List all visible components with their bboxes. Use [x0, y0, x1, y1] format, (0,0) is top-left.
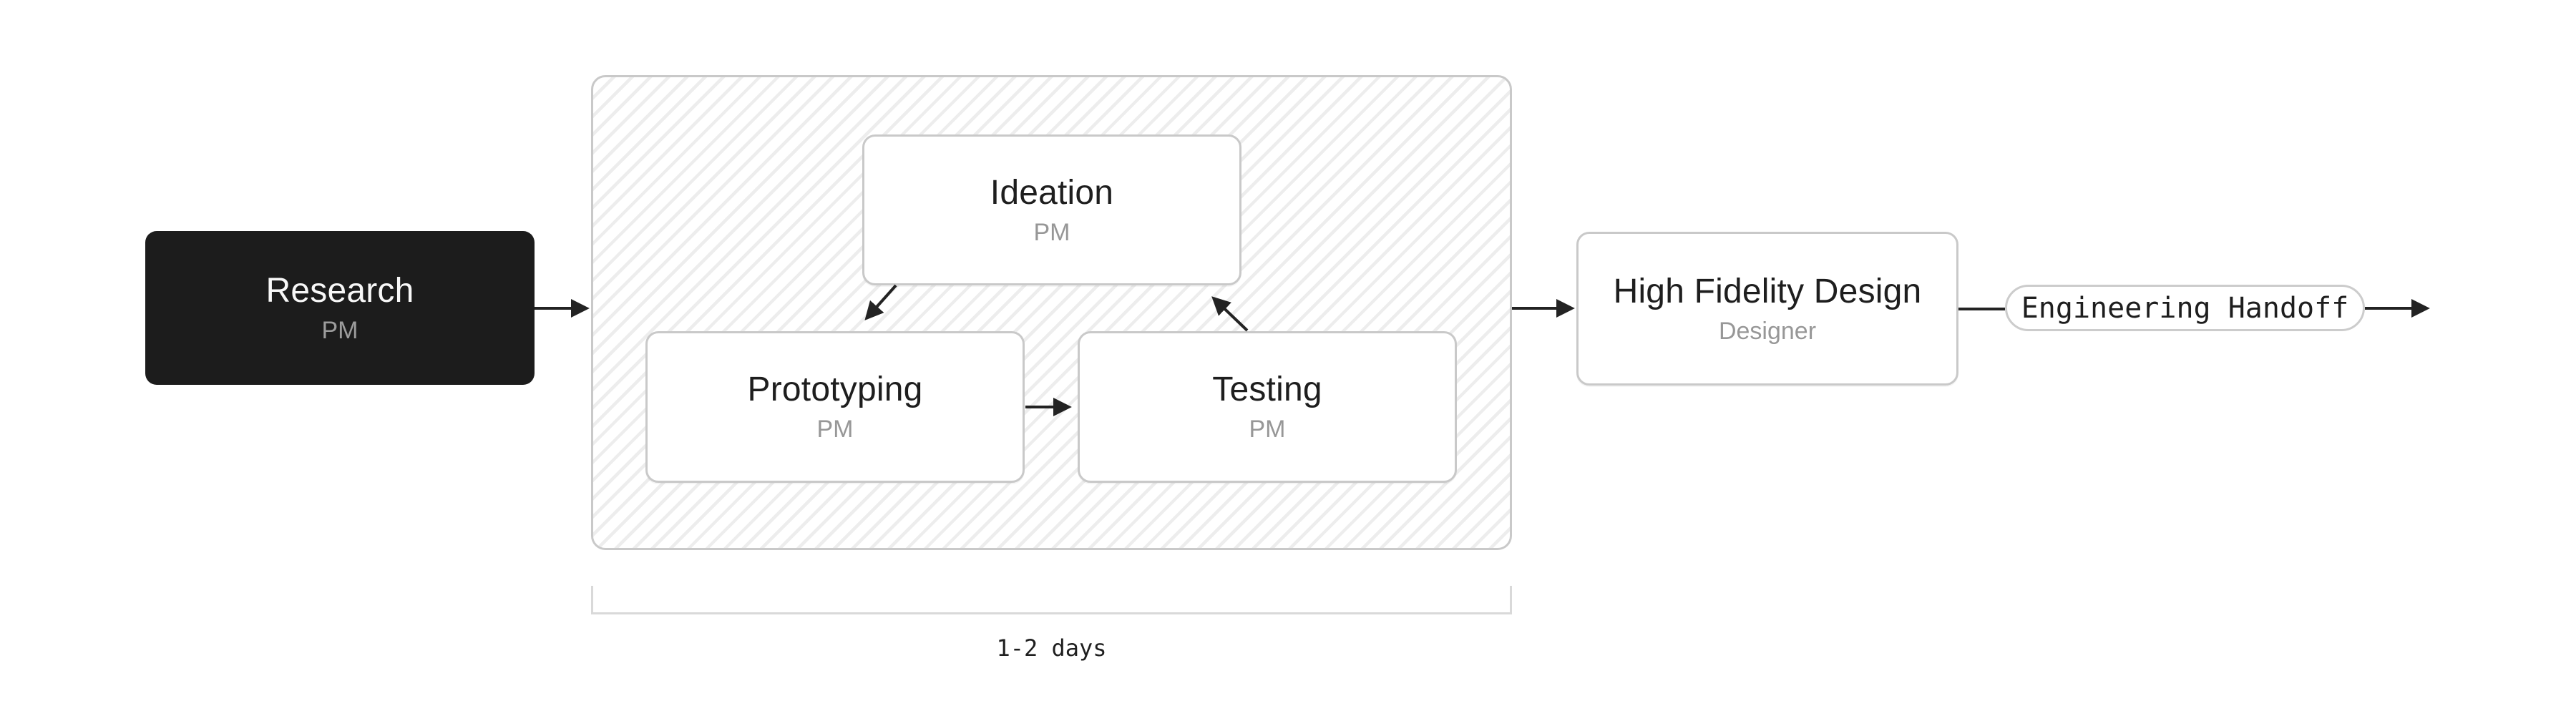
- node-subtitle: PM: [816, 416, 854, 443]
- node-subtitle: PM: [1249, 416, 1286, 443]
- node-research[interactable]: Research PM: [145, 231, 535, 385]
- node-subtitle: Designer: [1718, 317, 1817, 345]
- node-title: Ideation: [990, 173, 1114, 212]
- node-title: High Fidelity Design: [1613, 272, 1922, 310]
- node-ideation[interactable]: Ideation PM: [862, 134, 1241, 285]
- node-subtitle: PM: [1033, 218, 1070, 246]
- duration-bracket: [591, 586, 1512, 614]
- node-testing[interactable]: Testing PM: [1078, 331, 1457, 483]
- pill-label: Engineering Handoff: [2021, 291, 2349, 325]
- duration-label: 1-2 days: [996, 634, 1107, 662]
- node-title: Testing: [1212, 371, 1322, 408]
- node-subtitle: PM: [321, 316, 358, 344]
- node-high-fidelity-design[interactable]: High Fidelity Design Designer: [1576, 232, 1958, 386]
- engineering-handoff-pill[interactable]: Engineering Handoff: [2005, 285, 2365, 331]
- node-title: Research: [265, 271, 414, 310]
- node-prototyping[interactable]: Prototyping PM: [645, 331, 1025, 483]
- node-title: Prototyping: [747, 371, 923, 408]
